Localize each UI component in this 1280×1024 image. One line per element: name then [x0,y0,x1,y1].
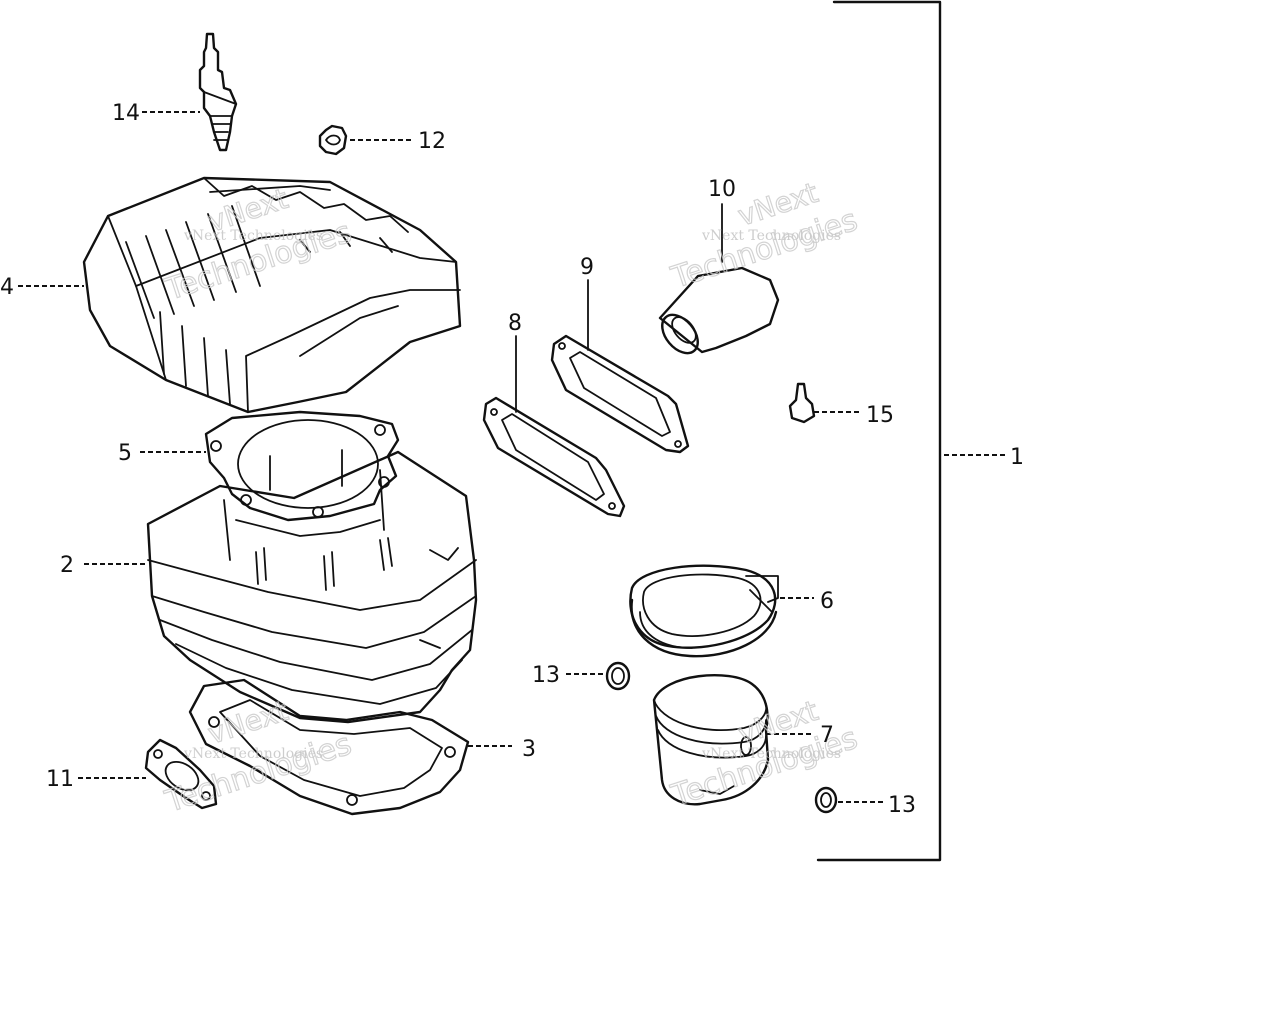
watermark-text: vNext Technologies [701,746,841,762]
callout-9: 9 [580,255,594,280]
callout-labels: 1 2 3 4 5 6 7 8 9 10 11 12 13 13 14 15 [0,101,1024,818]
circlip-left [605,661,631,691]
callout-5: 5 [118,441,132,466]
callout-11: 11 [46,767,74,792]
reed-gasket-lower [482,396,626,518]
circlip-right [814,786,838,814]
piston-rings [629,564,779,658]
callout-3: 3 [522,737,536,762]
watermark-text: vNext Technologies [701,228,841,244]
spark-plug [198,32,238,152]
callout-13-right: 13 [888,793,916,818]
callout-1: 1 [1010,445,1024,470]
callout-13-left: 13 [532,663,560,688]
callout-4: 4 [0,275,14,300]
exhaust-gasket [144,738,218,810]
base-gasket [188,678,470,816]
watermark-text: vNext Technologies [183,228,323,244]
callout-8: 8 [508,311,522,336]
callout-6: 6 [820,589,834,614]
reed-gasket-upper [550,334,690,454]
nut [318,124,348,156]
small-bolt [788,382,816,424]
callout-12: 12 [418,129,446,154]
cylinder-block [146,450,478,724]
callout-7: 7 [820,723,834,748]
assembly-bracket [816,0,1005,862]
cylinder-head [82,176,462,414]
piston [652,674,770,806]
callout-15: 15 [866,403,894,428]
callout-10: 10 [708,177,736,202]
intake-boot [658,266,780,355]
watermark-text: vNext Technologies [183,746,323,762]
callout-2: 2 [60,553,74,578]
callout-14: 14 [112,101,140,126]
leader-lines [18,111,884,803]
watermark-top-left: vNext Technologies vNext Technologies [160,181,356,308]
